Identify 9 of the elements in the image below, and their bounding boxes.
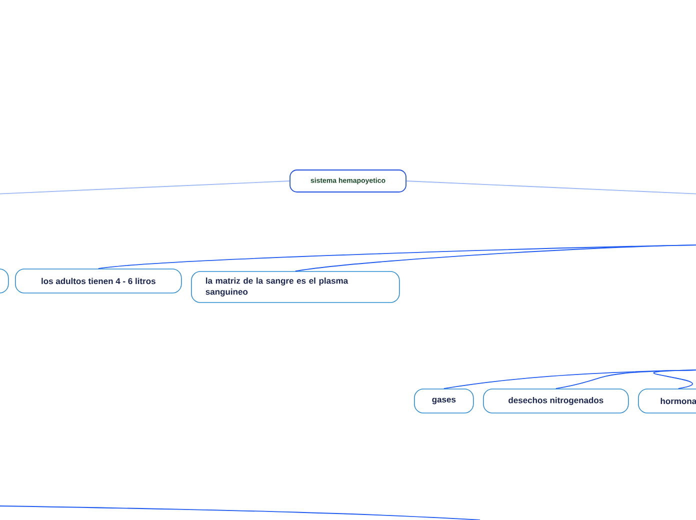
connector-line: [294, 244, 696, 272]
subtopic-box: [0, 268, 9, 294]
connector-line: [406, 180, 696, 194]
subtopic-box: desechos nitrogenados: [483, 388, 629, 414]
subtopic-box: los adultos tienen 4 - 6 litros: [15, 268, 182, 294]
connector-line: [0, 180, 290, 194]
subtopic-box: la matriz de la sangre es el plasma sanguineo: [191, 271, 400, 303]
subtopic-box: gases: [414, 388, 474, 414]
connector-line: [654, 370, 696, 390]
